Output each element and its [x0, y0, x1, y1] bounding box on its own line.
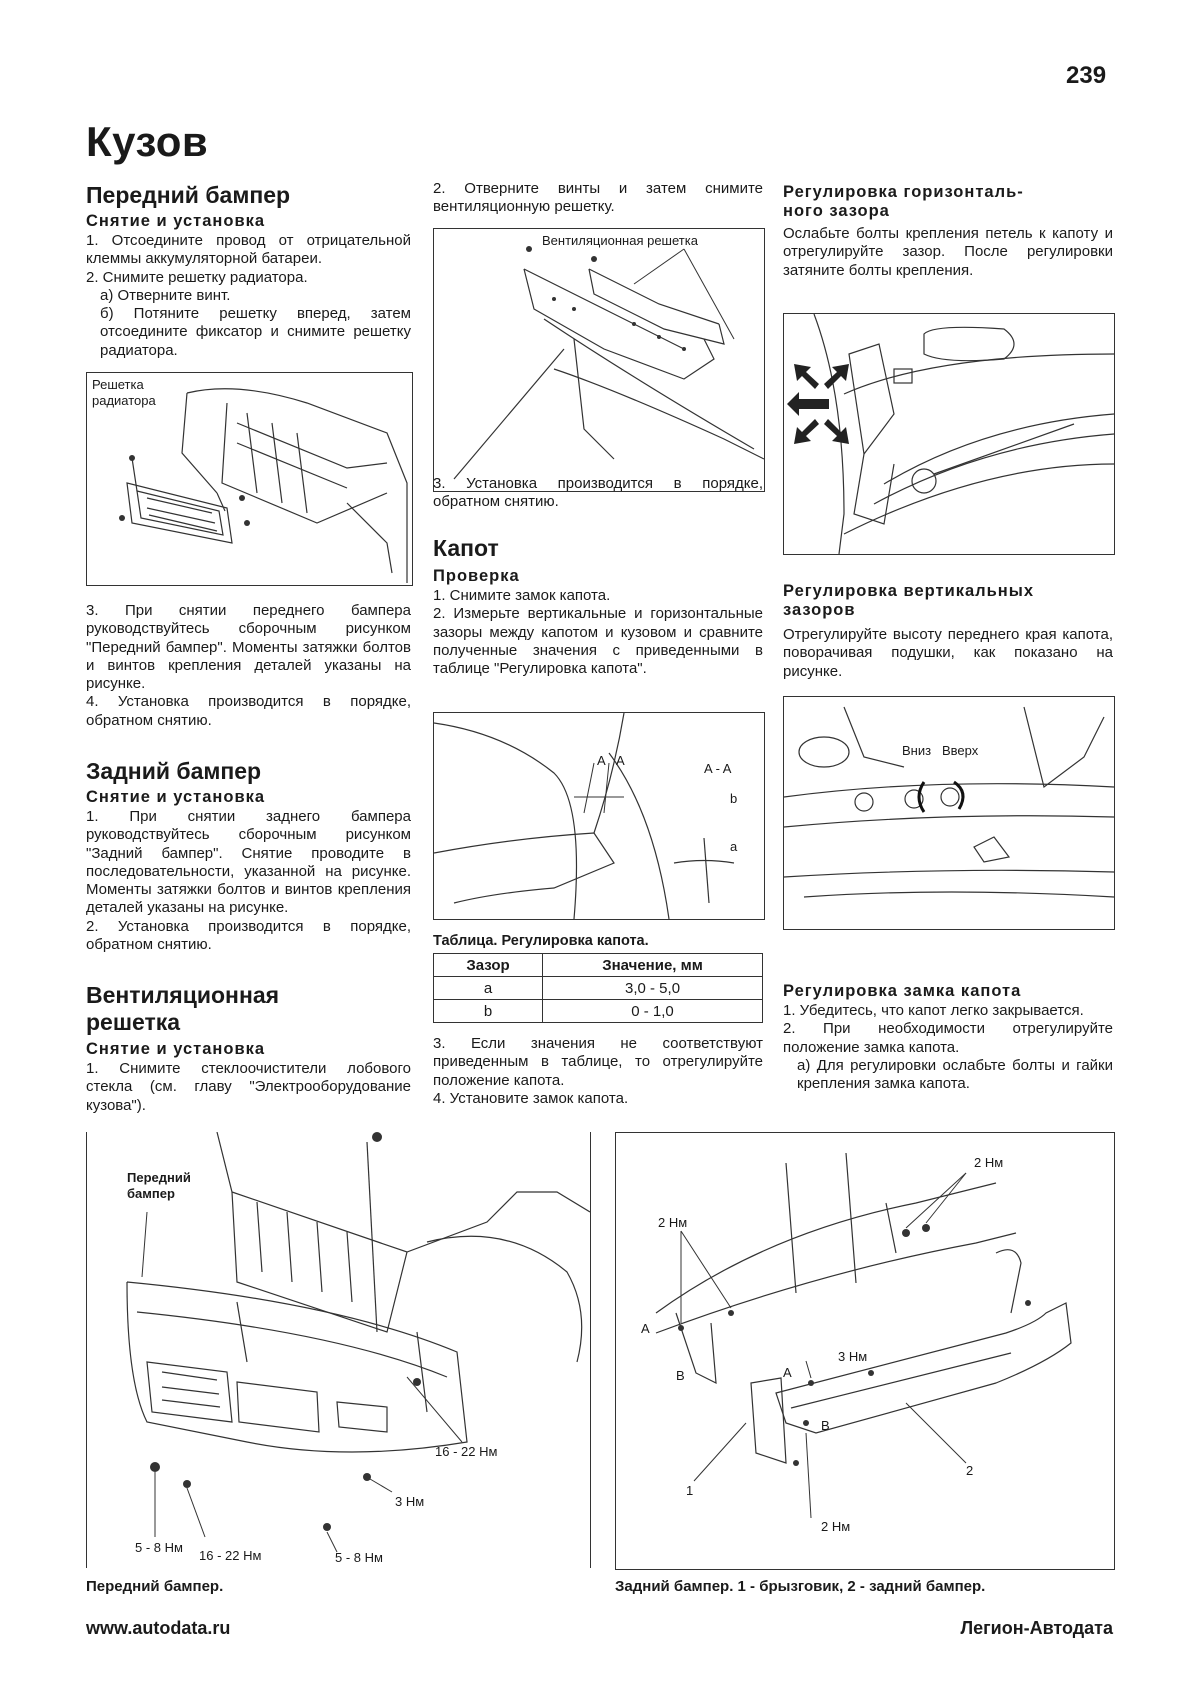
vertical-gap-heading: Регулировка вертикальных зазоров: [783, 582, 1035, 619]
radiator-grille-figure: Решетка радиатора: [86, 372, 413, 586]
front-bumper-assembly-drawing: [126, 1132, 590, 1553]
marker-label: A: [641, 1321, 650, 1336]
marker-label: B: [676, 1368, 685, 1383]
table-row: a 3,0 - 5,0: [432, 976, 763, 1000]
front-bumper-steps: 1. Отсоедините провод от отрицательной к…: [86, 232, 411, 360]
footer-website: www.autodata.ru: [86, 1618, 231, 1638]
step: 4. Установите замок капота.: [433, 1089, 629, 1107]
marker-label: A: [783, 1365, 792, 1380]
table-cell: a: [432, 976, 544, 1000]
vent-grille-heading: Вентиляционная решетка: [86, 982, 280, 1035]
table-row: b 0 - 1,0: [432, 999, 763, 1023]
hood-steps-after: 3. Если значения не соответствуют привед…: [433, 1035, 763, 1108]
hood-bumper-figure: Вниз Вверх: [783, 696, 1115, 930]
vent-grille-drawing: [453, 246, 764, 480]
front-bumper-heading: Передний бампер: [86, 182, 291, 208]
horizontal-gap-heading: Регулировка горизонталь- ного зазора: [783, 183, 1024, 220]
step: 2. При необходимости отрегулируйте полож…: [783, 1020, 1113, 1056]
hood-gap-drawing: [434, 713, 735, 919]
hood-label-a1: A: [597, 753, 606, 768]
torque-label: 16 - 22 Нм: [199, 1548, 262, 1563]
step: 1. Убедитесь, что капот легко закрываетс…: [783, 1002, 1084, 1019]
front-bumper-caption: Передний бампер.: [86, 1578, 224, 1595]
torque-label: 2 Нм: [974, 1155, 1004, 1170]
step: 2. Установка производится в порядке, обр…: [86, 917, 411, 954]
step: 1. При снятии заднего бампера руководств…: [86, 808, 411, 917]
step: 3. Если значения не соответствуют привед…: [433, 1035, 763, 1089]
label-up: Вверх: [942, 743, 979, 758]
front-bumper-subheading: Снятие и установка: [86, 212, 266, 230]
vent-grille-subheading: Снятие и установка: [86, 1040, 266, 1058]
rear-bumper-subheading: Снятие и установка: [86, 788, 266, 806]
hood-label-a2: A: [616, 753, 625, 768]
hood-bumper-drawing: [784, 706, 1114, 898]
torque-label: 2 Нм: [821, 1519, 851, 1534]
table-header: Зазор: [432, 953, 544, 977]
hood-label-section: A - A: [704, 761, 732, 776]
part-number-label: 1: [686, 1483, 694, 1498]
step: 2. Измерьте вертикальные и горизонтальны…: [433, 605, 763, 678]
hood-lock-steps: 1. Убедитесь, что капот легко закрываетс…: [783, 1002, 1113, 1093]
step: 1. Снимите замок капота.: [433, 587, 611, 604]
torque-label: 3 Нм: [838, 1349, 868, 1364]
front-bumper-steps-after: 3. При снятии переднего бампера руководс…: [86, 602, 411, 730]
front-bumper-assembly-figure: Передний бампер 16 - 22 Нм 3 Нм 5 - 8 Нм…: [86, 1132, 591, 1568]
rear-bumper-heading: Задний бампер: [86, 758, 262, 784]
torque-label: 5 - 8 Нм: [335, 1550, 383, 1565]
vent-grille-step3: 3. Установка производится в порядке, обр…: [433, 475, 763, 511]
horizontal-gap-text: Ослабьте болты крепления петель к капоту…: [783, 225, 1113, 279]
rear-bumper-assembly-figure: 2 Нм 2 Нм 3 Нм 2 Нм A B A B 1 2: [615, 1132, 1115, 1570]
vent-grille-steps: 1. Снимите стеклоочистители лобового сте…: [86, 1060, 411, 1115]
step: 4. Установка производится в порядке, обр…: [86, 693, 411, 729]
label-down: Вниз: [902, 743, 932, 758]
rear-bumper-steps: 1. При снятии заднего бампера руководств…: [86, 808, 411, 954]
radiator-grille-label: Решетка радиатора: [92, 377, 156, 408]
step: а) Для регулировки ослабьте болты и гайк…: [797, 1056, 1113, 1093]
table-header: Значение, мм: [542, 953, 763, 977]
torque-label: 5 - 8 Нм: [135, 1540, 183, 1555]
hood-label-b: b: [730, 791, 738, 806]
hood-heading: Капот: [433, 535, 499, 561]
hood-hinge-figure: [783, 313, 1115, 555]
hood-table-title: Таблица. Регулировка капота.: [433, 933, 649, 949]
table-cell: b: [432, 999, 544, 1023]
rear-bumper-caption: Задний бампер. 1 - брызговик, 2 - задний…: [615, 1578, 986, 1595]
vent-grille-figure: Вентиляционная решетка: [433, 228, 765, 492]
vent-grille-label: Вентиляционная решетка: [542, 233, 698, 248]
hood-hinge-drawing: [787, 314, 1114, 554]
table-header-row: Зазор Значение, мм: [432, 953, 763, 977]
hood-label-a: a: [730, 839, 738, 854]
torque-label: 3 Нм: [395, 1494, 425, 1509]
vent-grille-step2: 2. Отверните винты и затем снимите венти…: [433, 180, 763, 216]
hood-steps: 1. Снимите замок капота. 2. Измерьте вер…: [433, 587, 763, 678]
torque-label: 2 Нм: [658, 1215, 688, 1230]
rear-bumper-assembly-drawing: [655, 1152, 1072, 1519]
marker-label: B: [821, 1418, 830, 1433]
page-number: 239: [1066, 62, 1107, 89]
footer-publisher: Легион-Автодата: [960, 1618, 1114, 1638]
part-number-label: 2: [966, 1463, 974, 1478]
hood-subheading: Проверка: [433, 567, 520, 585]
table-cell: 0 - 1,0: [542, 999, 763, 1023]
section-title: Кузов: [86, 118, 209, 165]
hood-adjustment-table: Зазор Значение, мм a 3,0 - 5,0 b 0 - 1,0: [432, 953, 763, 1023]
hood-lock-heading: Регулировка замка капота: [783, 982, 1022, 1000]
step: 3. При снятии переднего бампера руководс…: [86, 602, 411, 693]
table-cell: 3,0 - 5,0: [542, 976, 763, 1000]
torque-label: 16 - 22 Нм: [435, 1444, 498, 1459]
vertical-gap-text: Отрегулируйте высоту переднего края капо…: [783, 626, 1113, 680]
step: б) Потяните решетку вперед, затем отсоед…: [100, 305, 411, 359]
hood-gap-figure: A A A - A b a: [433, 712, 765, 920]
step: а) Отверните винт.: [100, 286, 231, 304]
step: 1. Отсоедините провод от отрицательной к…: [86, 232, 411, 268]
front-bumper-label: Передний бампер: [127, 1170, 191, 1201]
radiator-grille-drawing: [119, 388, 408, 583]
step: 1. Снимите стеклоочистители лобового сте…: [86, 1060, 411, 1114]
step: 2. Снимите решетку радиатора.: [86, 268, 308, 286]
